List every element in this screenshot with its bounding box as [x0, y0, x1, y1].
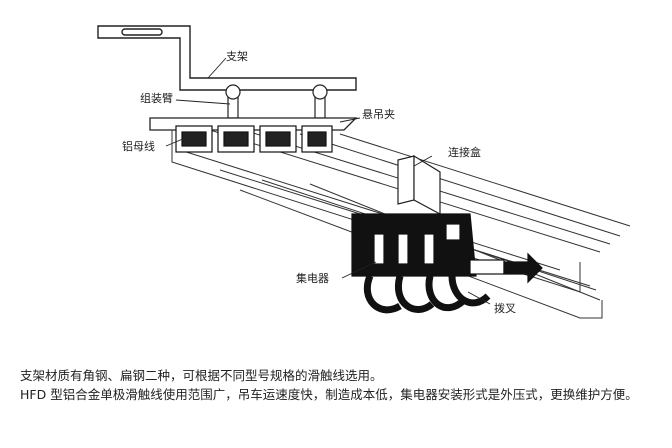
leader-lines [165, 57, 491, 305]
label-bracket: 支架 [226, 50, 248, 63]
caption-line-2: HFD 型铝合金单极滑触线使用范围广，吊车运速度快，制造成本低，集电器安装形式是… [20, 387, 638, 402]
junction-box-drawing [397, 154, 441, 216]
bracket-drawing [97, 25, 357, 91]
fork-arrow-drawing [469, 252, 543, 284]
busbar-profiles-drawing [175, 125, 333, 153]
caption: 支架材质有角钢、扁钢二种，可根据不同型号规格的滑触线选用。 HFD 型铝合金单极… [20, 366, 660, 404]
label-aluminum-busbar: 铝母线 [122, 139, 155, 153]
label-fork: 拨叉 [494, 301, 516, 315]
busbar-assembly-diagram: 支架 组装臂 铝母线 悬吊夹 连接盒 集电器 拨叉 [97, 25, 631, 319]
label-assembly-arm: 组装臂 [140, 91, 173, 105]
label-junction-box: 连接盒 [448, 145, 481, 159]
label-hanger-clamp: 悬吊夹 [362, 108, 395, 121]
collector-drawing [351, 213, 491, 314]
label-collector: 集电器 [296, 271, 329, 285]
caption-line-1: 支架材质有角钢、扁钢二种，可根据不同型号规格的滑触线选用。 [20, 368, 383, 383]
